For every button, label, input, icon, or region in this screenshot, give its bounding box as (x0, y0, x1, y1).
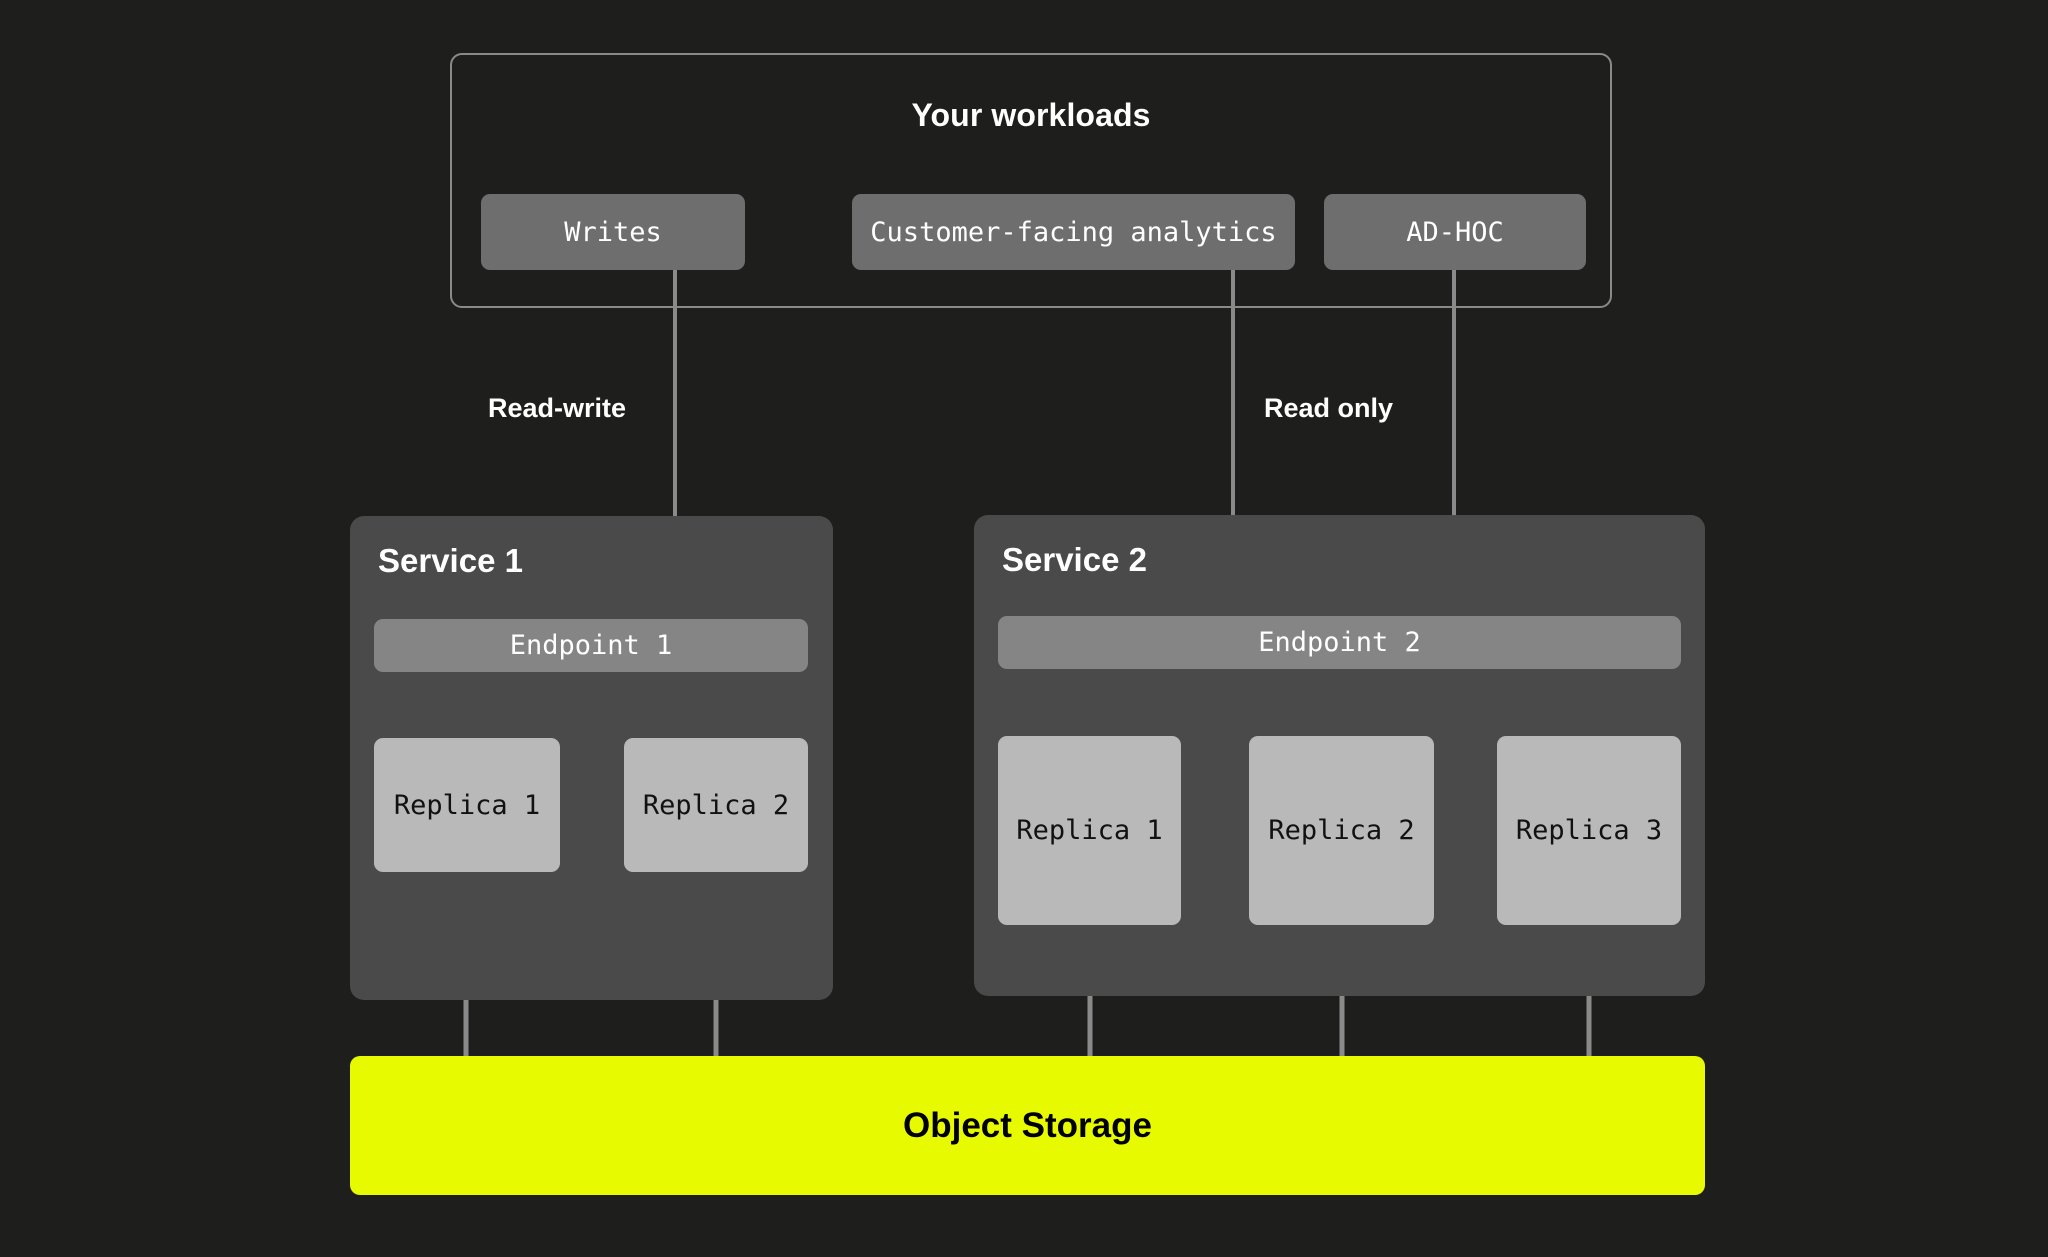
service-2-replica-1[interactable]: Replica 1 (998, 736, 1181, 925)
service-2-replica-2[interactable]: Replica 2 (1249, 736, 1434, 925)
service-panel-1: Service 1 Endpoint 1 Replica 1 Replica 2 (350, 516, 833, 1000)
object-storage-bar[interactable]: Object Storage (350, 1056, 1705, 1195)
edge-label-read-write: Read-write (488, 393, 627, 423)
service-1-replica-1[interactable]: Replica 1 (374, 738, 560, 872)
workload-item-label: Writes (564, 216, 662, 248)
service-2-title: Service 2 (1002, 541, 1147, 578)
replica-label: Replica 3 (1515, 815, 1663, 846)
endpoint-2[interactable]: Endpoint 2 (998, 616, 1681, 669)
object-storage-label: Object Storage (903, 1105, 1152, 1145)
workload-item-ad-hoc[interactable]: AD-HOC (1324, 194, 1586, 270)
workload-item-writes[interactable]: Writes (481, 194, 745, 270)
service-2-replica-3[interactable]: Replica 3 (1497, 736, 1681, 925)
endpoint-1-label: Endpoint 1 (509, 630, 673, 661)
endpoint-2-label: Endpoint 2 (1258, 627, 1421, 658)
replica-label: Replica 2 (642, 789, 790, 821)
service-panel-2: Service 2 Endpoint 2 Replica 1 Replica 2… (974, 515, 1705, 996)
workloads-panel: Your workloads Writes Customer-facing an… (450, 53, 1612, 308)
workload-item-label: Customer-facing analytics (870, 216, 1277, 248)
service-1-title: Service 1 (378, 542, 523, 579)
workloads-title: Your workloads (911, 97, 1151, 133)
workload-item-customer-facing-analytics[interactable]: Customer-facing analytics (852, 194, 1295, 270)
replica-label: Replica 1 (1016, 815, 1163, 846)
service-1-replica-2[interactable]: Replica 2 (624, 738, 808, 872)
replica-label: Replica 1 (393, 789, 541, 821)
replica-label: Replica 2 (1268, 815, 1415, 846)
endpoint-1[interactable]: Endpoint 1 (374, 619, 808, 672)
workload-item-label: AD-HOC (1406, 216, 1504, 248)
edge-label-read-only: Read only (1264, 393, 1394, 423)
